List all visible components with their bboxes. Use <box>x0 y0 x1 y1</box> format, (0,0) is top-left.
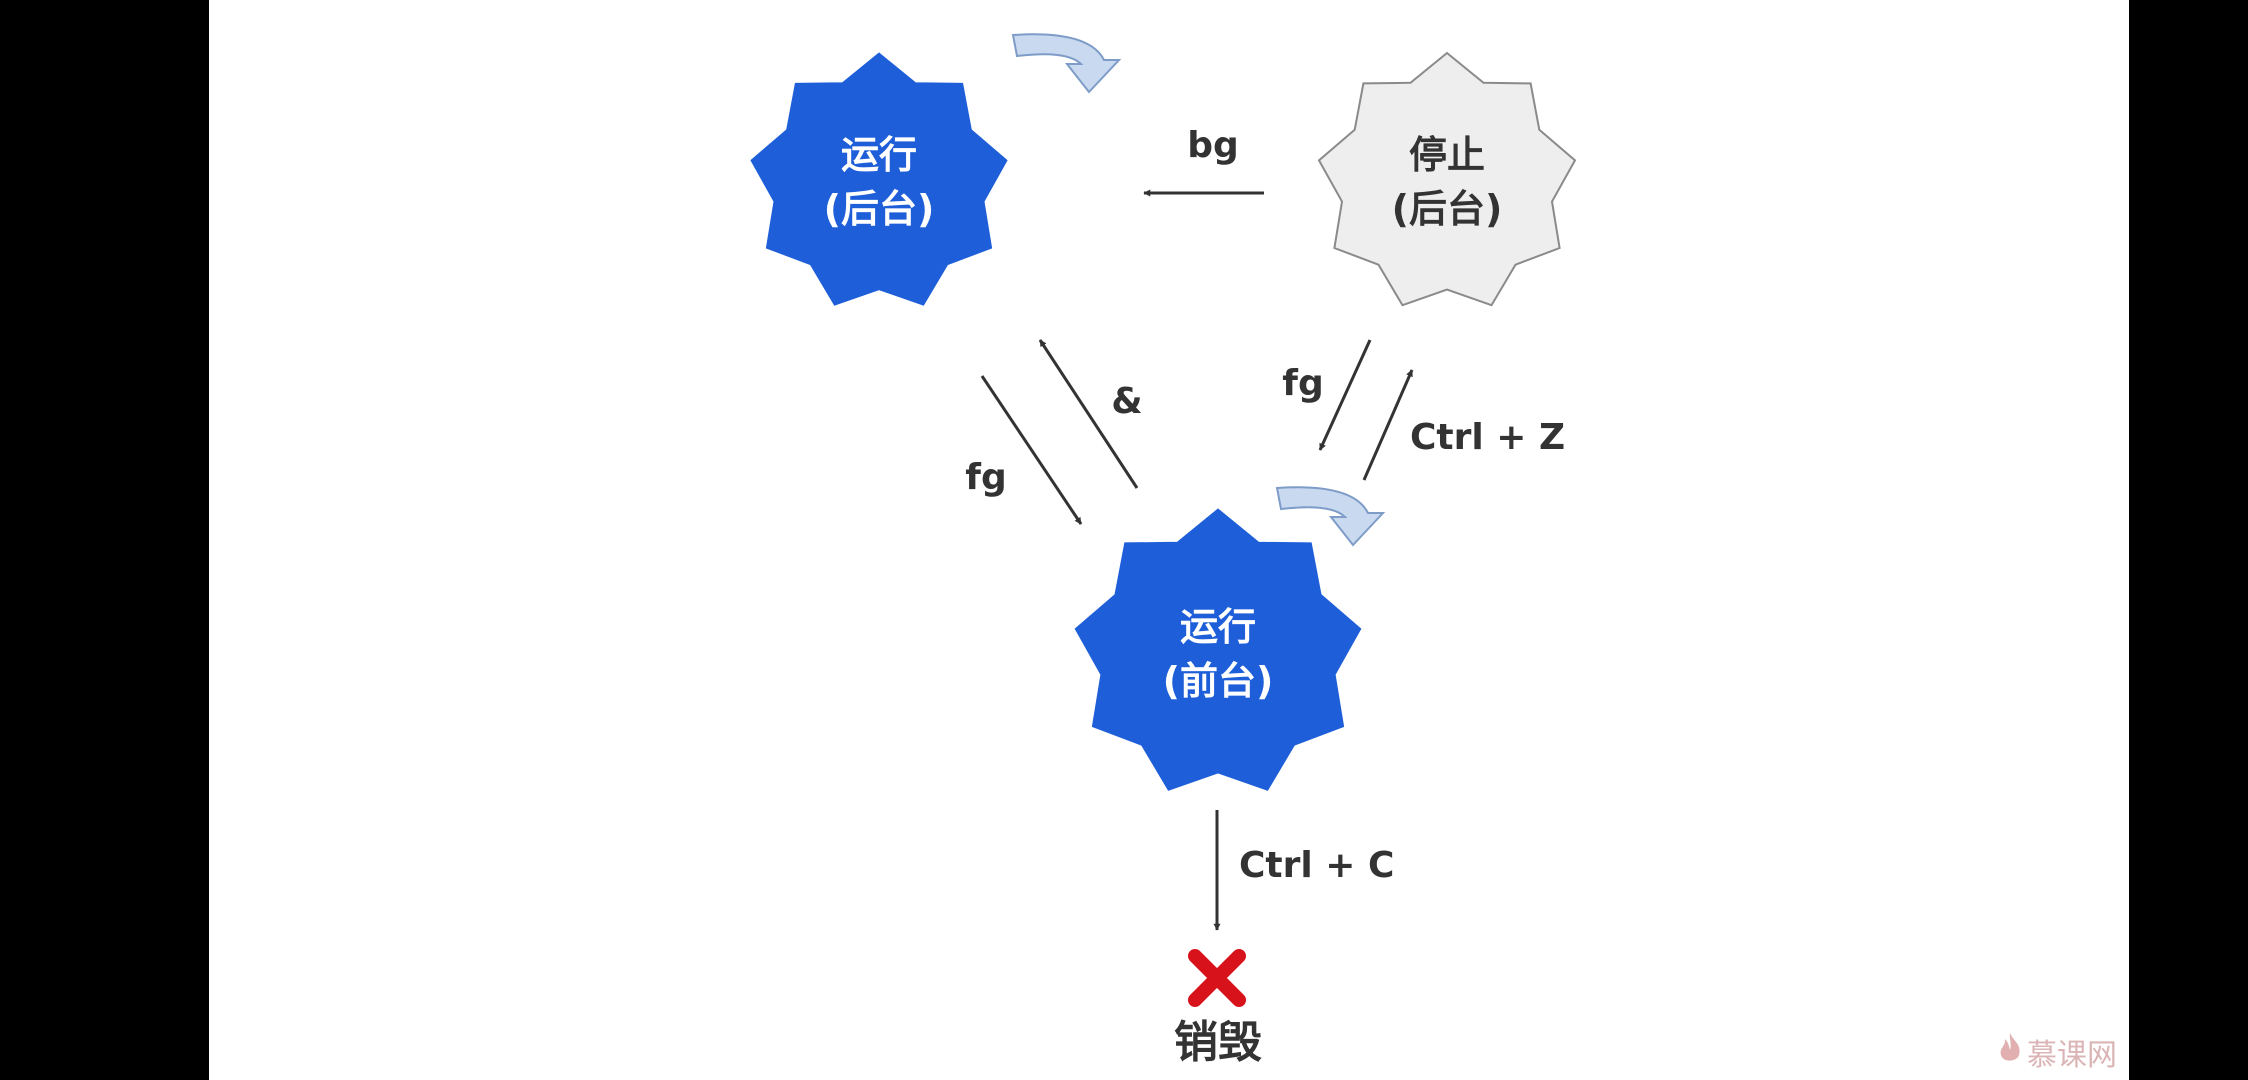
self-loop-arrow-background <box>1011 33 1122 94</box>
state-running-background-line2: (后台) <box>824 187 935 231</box>
arrow-fg-stopped-to-foreground <box>1318 339 1372 451</box>
state-stopped-background: 停止 (后台) <box>1317 51 1577 307</box>
arrow-fg-background-to-foreground <box>980 375 1083 525</box>
edge-label-ampersand: & <box>1111 381 1142 422</box>
edge-label-ctrl-c: Ctrl + C <box>1239 845 1394 886</box>
self-loop-arrow-foreground <box>1275 486 1386 547</box>
edge-label-fg-stopped: fg <box>1282 363 1323 404</box>
edge-label-fg-background: fg <box>965 457 1006 498</box>
destroy-icon <box>1188 949 1246 1007</box>
arrow-ctrl-z <box>1362 369 1414 481</box>
state-stopped-background-line2: (后台) <box>1392 187 1503 231</box>
flame-logo-icon <box>1997 1032 2023 1072</box>
process-state-diagram: 运行 (后台) 停止 (后台) 运行 (前台) bg fg Ctrl + Z &… <box>750 33 1577 1068</box>
terminal-label-destroy: 销毁 <box>1174 1017 1262 1068</box>
edge-label-ctrl-z: Ctrl + Z <box>1410 417 1565 458</box>
edge-label-bg: bg <box>1187 125 1239 166</box>
state-running-background-line1: 运行 <box>841 133 917 177</box>
state-running-foreground-line2: (前台) <box>1163 659 1274 703</box>
state-stopped-background-shape <box>1317 51 1577 307</box>
state-running-foreground: 运行 (前台) <box>1074 508 1362 791</box>
arrow-ampersand <box>1038 339 1139 489</box>
state-stopped-background-line1: 停止 <box>1409 133 1485 177</box>
watermark-text: 慕课网 <box>2027 1038 2117 1073</box>
state-running-foreground-line1: 运行 <box>1180 605 1256 649</box>
watermark: 慕课网 <box>1997 1030 2117 1074</box>
slide: 运行 (后台) 停止 (后台) 运行 (前台) bg fg Ctrl + Z &… <box>209 0 2129 1080</box>
state-running-foreground-shape <box>1074 508 1362 791</box>
state-running-background: 运行 (后台) <box>750 52 1008 306</box>
state-running-background-shape <box>750 52 1008 306</box>
